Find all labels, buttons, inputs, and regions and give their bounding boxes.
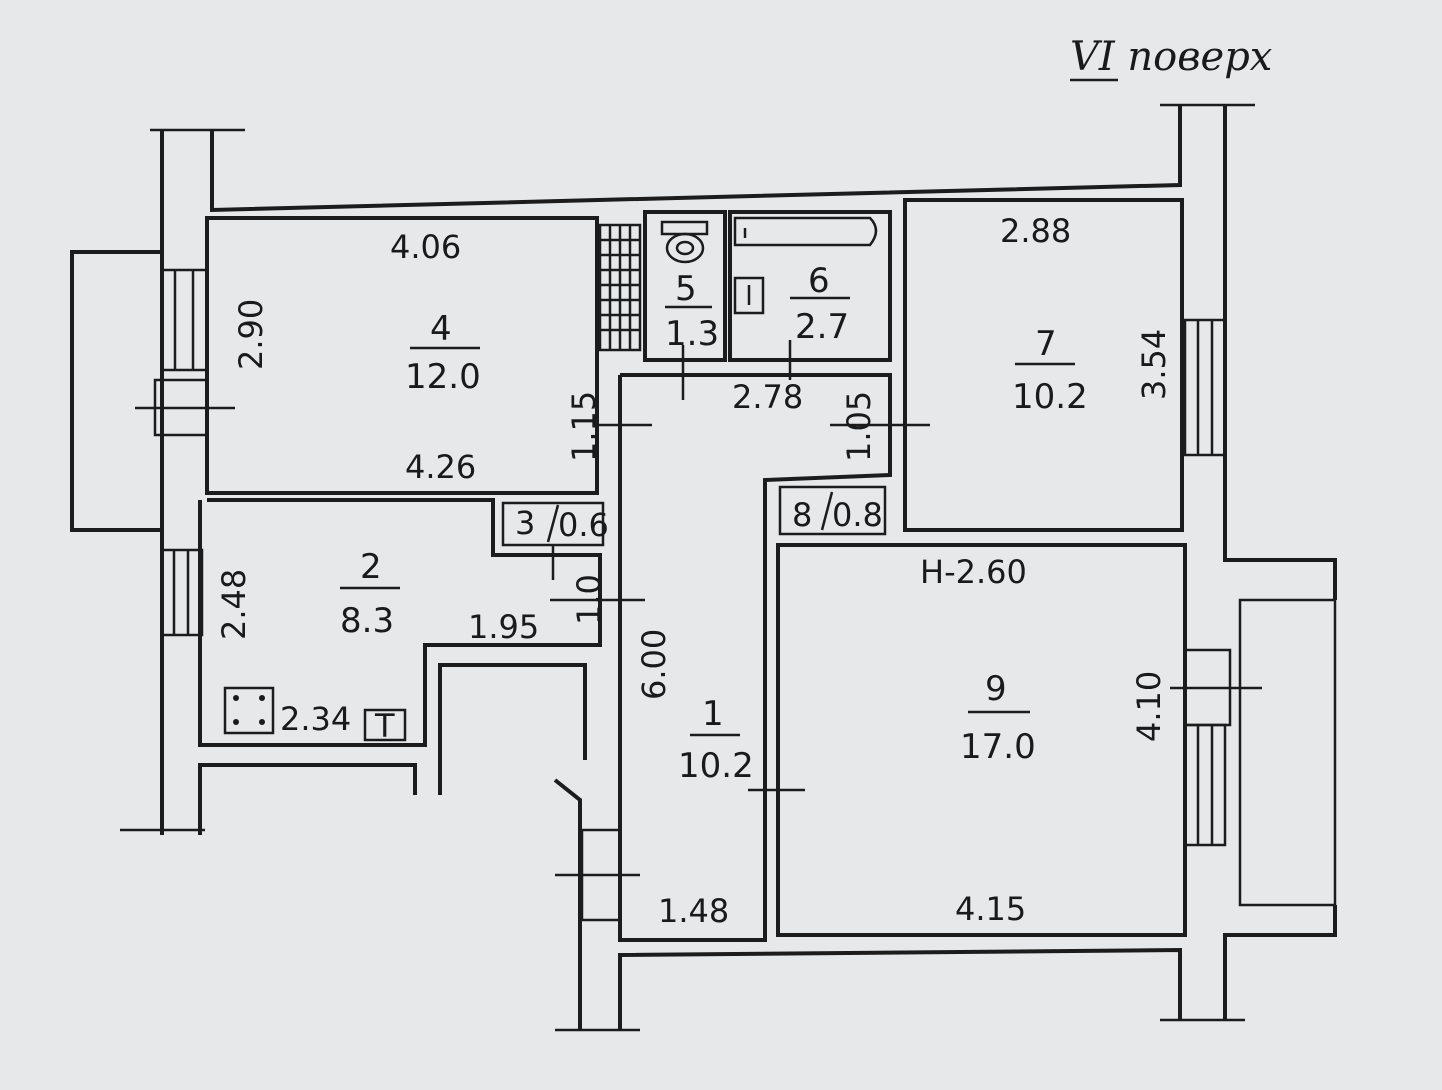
room-3-number: 3 (515, 504, 535, 542)
dim-r9-bottom: 4.15 (955, 890, 1026, 928)
dim-hall-bottom: 1.48 (658, 892, 729, 930)
room-2-number: 2 (360, 547, 382, 587)
room-5-number: 5 (675, 269, 697, 309)
dim-corridor-door: 1.05 (840, 391, 878, 462)
bathtub-icon (733, 216, 878, 247)
room-6-number: 6 (808, 261, 830, 301)
dim-r2-door: 1.0 (570, 574, 608, 625)
hall-outline (618, 373, 892, 942)
room-4-number: 4 (430, 309, 452, 349)
balcony-right (1170, 318, 1337, 907)
sink-icon (733, 276, 765, 315)
dim-kitchen-width: 2.34 (280, 700, 351, 738)
dim-r7-right: 3.54 (1135, 329, 1173, 400)
dim-r7-top: 2.88 (1000, 212, 1071, 250)
kitchen-recess (438, 663, 587, 795)
room-5-outline (643, 210, 727, 362)
room-2-area: 8.3 (340, 601, 394, 641)
room-7-area: 10.2 (1012, 377, 1088, 417)
dim-r4-left: 2.90 (232, 299, 270, 370)
dim-r2-right: 1.95 (468, 608, 539, 646)
room-4-area: 12.0 (405, 357, 481, 397)
room-9-outline (776, 543, 1187, 937)
room-9-number: 9 (985, 669, 1007, 709)
room-5-area: 1.3 (665, 314, 719, 354)
dimension-labels: 4.06 2.90 4.26 1.15 2.48 1.95 1.0 2.34 6… (215, 212, 1173, 930)
room-1-area: 10.2 (678, 746, 754, 786)
vent-shaft (598, 223, 642, 352)
toilet-icon (660, 220, 709, 264)
dim-hall-length: 6.00 (635, 629, 673, 700)
dim-corridor-width: 2.78 (732, 378, 803, 416)
door-marks (550, 340, 930, 922)
dim-ceiling-height: Н-2.60 (920, 553, 1027, 591)
stove-mark-box (363, 708, 407, 742)
room-1-number: 1 (702, 694, 724, 734)
dim-r4-top: 4.06 (390, 228, 461, 266)
room-4-outline (205, 216, 599, 495)
dim-r9-right: 4.10 (1130, 671, 1168, 742)
room-7-outline (903, 198, 1184, 532)
room-6-area: 2.7 (795, 307, 849, 347)
dim-r4-bottom: 4.26 (405, 448, 476, 486)
stove-icon (223, 686, 275, 735)
room-labels: 4 12.0 2 8.3 3 0.6 5 1.3 6 2.7 7 10.2 8 … (340, 261, 1088, 786)
dim-r2-left: 2.48 (215, 569, 253, 640)
room-6-outline (728, 210, 892, 362)
room-3-area: 0.6 (558, 506, 609, 544)
room-9-area: 17.0 (960, 727, 1036, 767)
room-7-number: 7 (1035, 324, 1057, 364)
stove-mark: Т (374, 707, 395, 745)
floor-label: VI поверх (1070, 34, 1272, 80)
room-8-number: 8 (792, 496, 812, 534)
room-8-area: 0.8 (832, 496, 883, 534)
dim-r4-door: 1.15 (565, 391, 603, 462)
room-2-outline (198, 498, 602, 747)
room-8-outline (778, 485, 887, 536)
balcony-left (70, 250, 235, 637)
